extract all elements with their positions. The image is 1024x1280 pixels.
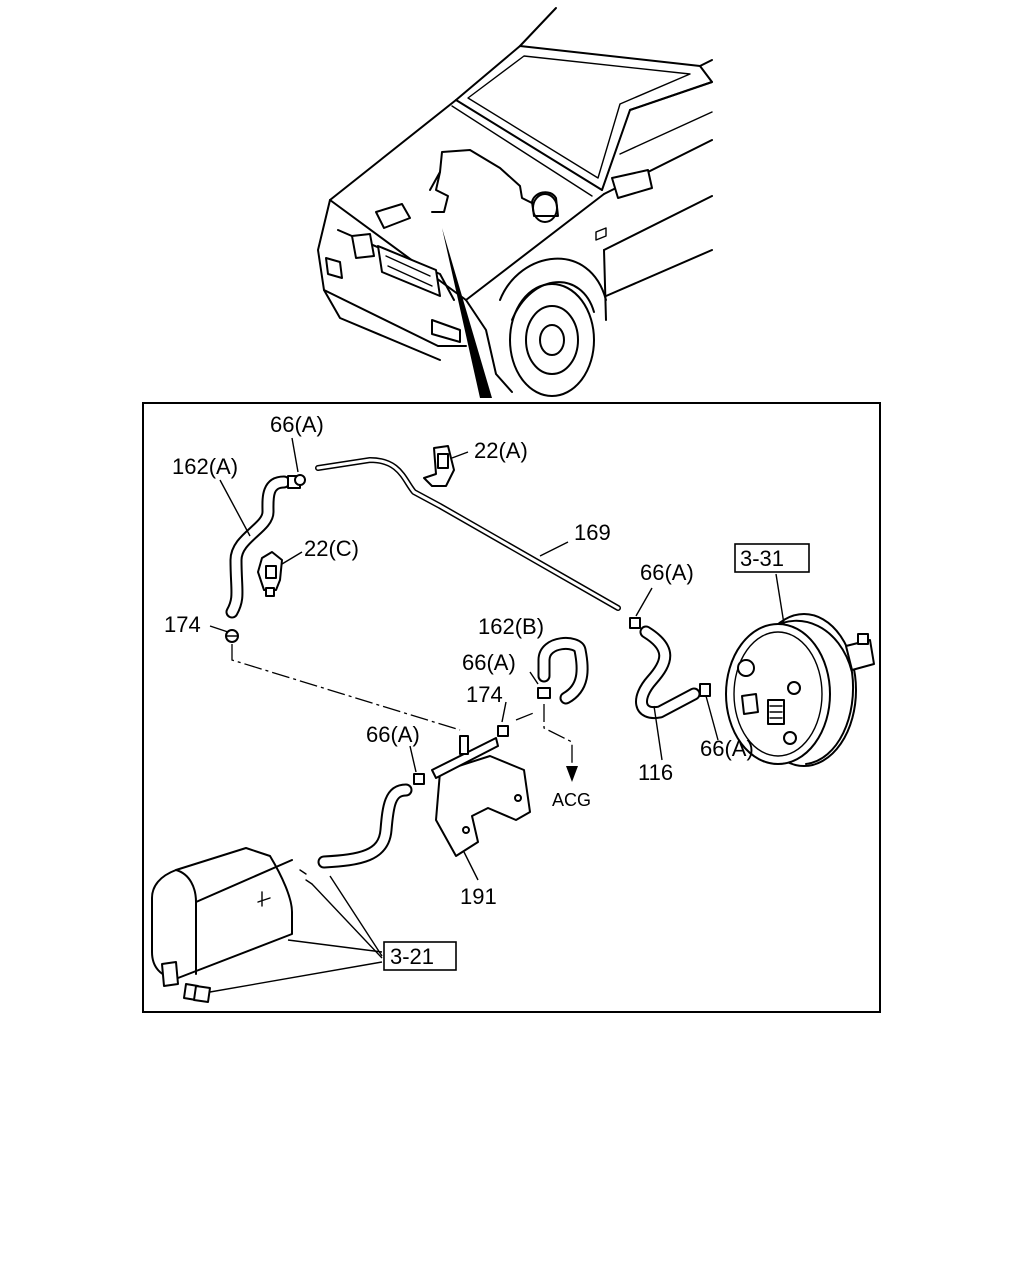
acg-arrow-icon — [566, 766, 578, 782]
pipe-169 — [315, 457, 621, 611]
hose-162b — [537, 636, 589, 705]
diagram-frame — [142, 402, 881, 1013]
bracket-191 — [431, 735, 531, 857]
hose-116 — [635, 625, 701, 720]
label-174-mid: 174 — [466, 682, 503, 707]
label-3-21: 3-21 — [390, 944, 434, 969]
routing-line-acg — [543, 704, 573, 766]
routing-line-174-mid — [515, 711, 537, 721]
brake-booster — [725, 613, 875, 767]
vacuum-tank — [151, 847, 313, 1003]
label-162b: 162(B) — [478, 614, 544, 639]
clip-66a-booster — [699, 683, 711, 697]
label-66a-lower: 66(A) — [366, 722, 420, 747]
label-acg: ACG — [552, 790, 591, 810]
ref-box-3-21 — [383, 941, 457, 971]
label-3-31: 3-31 — [740, 546, 784, 571]
hose-162a — [225, 475, 291, 619]
label-66a-right: 66(A) — [640, 560, 694, 585]
vehicle-overview-illustration — [317, 7, 713, 398]
routing-line-174-left — [231, 644, 461, 731]
label-162a: 162(A) — [172, 454, 238, 479]
clip-66a-right — [629, 617, 641, 629]
label-116: 116 — [638, 760, 673, 785]
clip-66a-top — [287, 474, 306, 489]
clamp-22c — [257, 551, 283, 597]
label-22a: 22(A) — [474, 438, 528, 463]
label-191: 191 — [460, 884, 497, 909]
label-169: 169 — [574, 520, 611, 545]
clip-66a-mid — [537, 687, 551, 699]
clip-66a-lower — [413, 773, 425, 785]
ref-box-3-31 — [734, 543, 810, 573]
label-66a-top: 66(A) — [270, 412, 324, 437]
label-66a-booster: 66(A) — [700, 736, 754, 761]
leader-lines — [209, 437, 785, 993]
canister-hose — [317, 783, 413, 869]
clamp-22a — [423, 445, 455, 487]
clip-174-left — [225, 629, 239, 643]
clip-174-mid — [497, 725, 509, 737]
label-174-left: 174 — [164, 612, 201, 637]
label-66a-mid: 66(A) — [462, 650, 516, 675]
label-22c: 22(C) — [304, 536, 359, 561]
